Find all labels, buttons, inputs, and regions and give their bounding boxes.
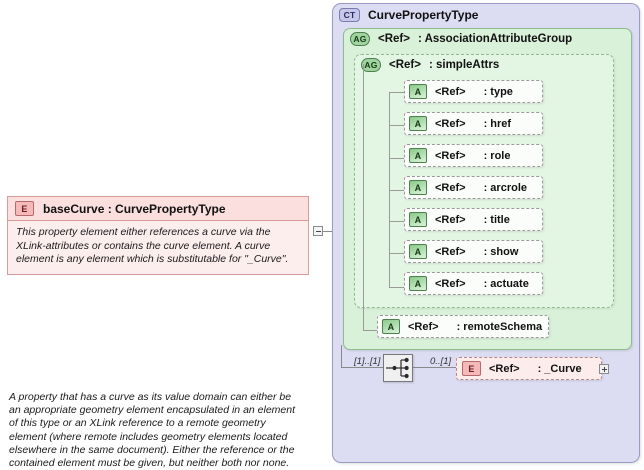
element-title: baseCurve : CurvePropertyType xyxy=(43,201,226,216)
element-header: E baseCurve : CurvePropertyType xyxy=(8,197,308,221)
content-model-wire-riser xyxy=(341,345,342,368)
attribute-group-ref-label: <Ref> xyxy=(378,33,410,45)
attribute-ref-label: <Ref> xyxy=(435,213,466,226)
attribute-tree-branch xyxy=(389,158,406,159)
curve-name-label: : _Curve xyxy=(537,362,582,375)
attribute-ref-label: <Ref> xyxy=(435,277,466,290)
collapse-toggle-icon[interactable] xyxy=(313,226,323,236)
cardinality-label-right: 0..[1] xyxy=(430,356,452,367)
simple-attrs-header: AG <Ref> : simpleAttrs xyxy=(355,55,613,74)
attribute-ref-label: <Ref> xyxy=(435,149,466,162)
simple-attrs-ref-label: <Ref> xyxy=(389,59,421,71)
attribute-tree-branch xyxy=(389,92,406,93)
attribute-group-badge-icon: AG xyxy=(350,32,370,46)
attribute-ref-label: <Ref> xyxy=(435,245,466,258)
complex-type-documentation: A property that has a curve as its value… xyxy=(9,391,296,470)
content-model-wire-right xyxy=(413,367,458,368)
attribute-badge-icon: A xyxy=(382,319,400,334)
simple-attrs-name-label: : simpleAttrs xyxy=(428,59,500,71)
attribute-ref-label: <Ref> xyxy=(408,320,439,333)
attribute-row-role[interactable]: A <Ref> : role xyxy=(404,144,543,167)
attribute-badge-icon: A xyxy=(409,84,427,99)
attribute-badge-icon: A xyxy=(409,148,427,163)
attribute-group-name-label: : AssociationAttributeGroup xyxy=(417,33,573,45)
attribute-name-label: : actuate xyxy=(483,277,529,290)
base-curve-element-box[interactable]: E baseCurve : CurvePropertyType This pro… xyxy=(7,196,309,275)
cardinality-label-left: [1]..[1] xyxy=(354,356,381,367)
attribute-tree-branch xyxy=(389,221,406,222)
attribute-tree-branch xyxy=(389,190,406,191)
attribute-ref-label: <Ref> xyxy=(435,181,466,194)
expand-toggle-icon[interactable] xyxy=(599,364,609,374)
attribute-badge-icon: A xyxy=(409,212,427,227)
group-tree-branch xyxy=(363,330,378,331)
content-model-wire-left xyxy=(341,367,383,368)
attribute-name-label: : href xyxy=(483,117,512,130)
element-badge-icon: E xyxy=(15,201,34,216)
curve-element-row[interactable]: E <Ref> : _Curve xyxy=(456,357,602,380)
complex-type-header: CT CurvePropertyType xyxy=(333,4,639,25)
attribute-badge-icon: A xyxy=(409,180,427,195)
attribute-row-arcrole[interactable]: A <Ref> : arcrole xyxy=(404,176,543,199)
attribute-name-label: : role xyxy=(483,149,511,162)
complex-type-badge-icon: CT xyxy=(339,8,360,22)
attribute-name-label: : remoteSchema xyxy=(456,320,543,333)
curve-property-type-panel: CT CurvePropertyType AG <Ref> : Associat… xyxy=(332,3,640,463)
attribute-badge-icon: A xyxy=(409,276,427,291)
attribute-badge-icon: A xyxy=(409,244,427,259)
attribute-name-label: : arcrole xyxy=(483,181,527,194)
attribute-tree-branch xyxy=(389,253,406,254)
sequence-connector-icon[interactable] xyxy=(383,354,413,382)
group-tree-trunk xyxy=(363,64,364,330)
attribute-row-href[interactable]: A <Ref> : href xyxy=(404,112,543,135)
attribute-row-title[interactable]: A <Ref> : title xyxy=(404,208,543,231)
attribute-ref-label: <Ref> xyxy=(435,117,466,130)
element-documentation: This property element either references … xyxy=(8,221,308,274)
association-attribute-group-header: AG <Ref> : AssociationAttributeGroup xyxy=(344,29,631,48)
complex-type-name: CurvePropertyType xyxy=(368,8,479,22)
attribute-ref-label: <Ref> xyxy=(435,85,466,98)
attribute-name-label: : type xyxy=(483,85,513,98)
attribute-row-remoteschema[interactable]: A <Ref> : remoteSchema xyxy=(377,315,549,338)
attribute-row-type[interactable]: A <Ref> : type xyxy=(404,80,543,103)
attribute-name-label: : show xyxy=(483,245,519,258)
curve-ref-label: <Ref> xyxy=(489,362,520,375)
attribute-row-actuate[interactable]: A <Ref> : actuate xyxy=(404,272,543,295)
element-badge-icon: E xyxy=(462,361,481,376)
attribute-row-show[interactable]: A <Ref> : show xyxy=(404,240,543,263)
attribute-tree-trunk xyxy=(389,92,390,287)
attribute-tree-branch xyxy=(389,287,406,288)
attribute-group-badge-icon: AG xyxy=(361,58,381,72)
attribute-badge-icon: A xyxy=(409,116,427,131)
attribute-name-label: : title xyxy=(483,213,510,226)
attribute-tree-branch xyxy=(389,125,406,126)
